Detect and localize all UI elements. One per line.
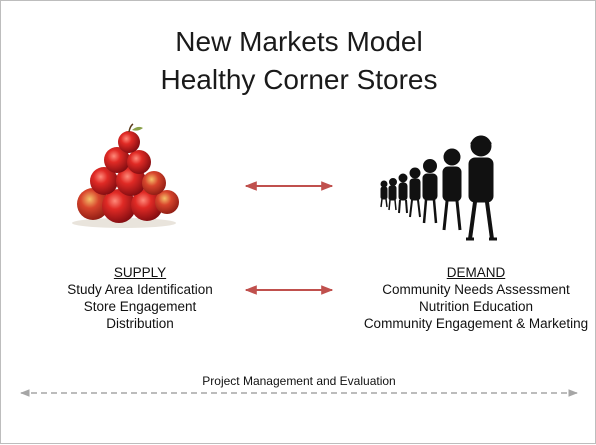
demand-item: Community Engagement & Marketing [363,316,589,331]
slide-title-line-2: Healthy Corner Stores [160,64,438,95]
demand-item: Community Needs Assessment [382,282,570,297]
demand-column: DEMAND Community Needs Assessment Nutrit… [361,264,591,332]
supply-column: SUPPLY Study Area Identification Store E… [38,264,242,332]
apple-icon [118,131,140,153]
person-figure-icon [442,148,462,231]
person-figure-icon [380,180,388,208]
people-figures-image [380,135,497,241]
apple-icon [142,171,166,195]
demand-heading: DEMAND [446,265,506,280]
apple-icon [90,167,118,195]
person-figure-icon [466,135,497,241]
apple-icon [77,188,109,220]
person-figure-icon [398,173,408,214]
apple-icon [102,189,136,223]
slide-title-line-1: New Markets Model [175,26,423,57]
person-figure-icon [422,159,438,224]
supply-item: Store Engagement [83,299,197,314]
supply-heading: SUPPLY [113,265,167,280]
apples-image [72,123,179,228]
person-figure-icon [409,167,421,218]
apple-icon [155,190,179,214]
apple-icon [127,150,151,174]
supply-item: Study Area Identification [67,282,213,297]
apple-icon [104,147,130,173]
person-figure-icon [388,178,397,211]
apple-icon [131,189,163,221]
demand-item: Nutrition Education [418,299,534,314]
project-management-label: Project Management and Evaluation [202,374,396,388]
supply-item: Distribution [106,316,174,331]
